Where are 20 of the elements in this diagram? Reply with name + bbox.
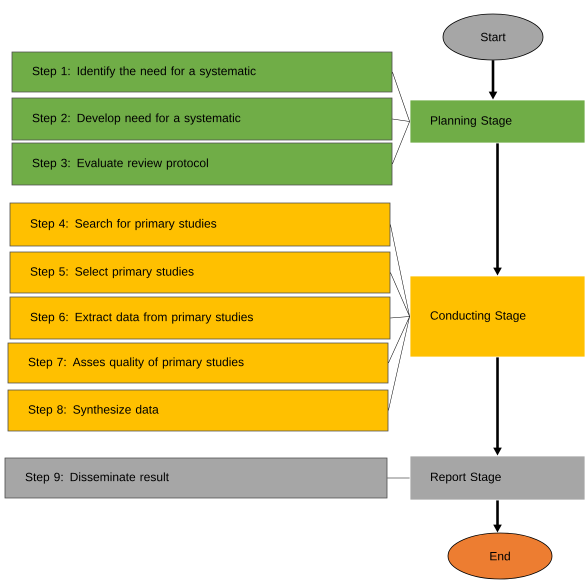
connector-line — [392, 72, 410, 122]
step-box: Step 4: Search for primary studies — [10, 202, 390, 246]
stage-box: Report Stage — [410, 456, 585, 500]
connector-line — [388, 316, 410, 411]
connector-line — [388, 316, 410, 364]
connector-line — [392, 118, 410, 122]
stage-box: Conducting Stage — [410, 276, 585, 358]
stage-box: Planning Stage — [410, 100, 585, 144]
step-box: Step 9: Disseminate result — [4, 458, 388, 498]
connector-line — [392, 121, 410, 164]
connector-line — [390, 224, 410, 317]
step-box: Step 6: Extract data from primary studies — [10, 296, 390, 340]
connector-line — [390, 272, 410, 317]
step-box: Step 8: Synthesize data — [8, 390, 388, 432]
step-box: Step 2: Develop need for a systematic — [12, 98, 392, 140]
step-box: Step 3: Evaluate review protocol — [12, 142, 392, 186]
connector-line — [390, 316, 410, 318]
step-box: Step 1: Identify the need for a systematic — [12, 52, 392, 92]
step-box: Step 7: Asses quality of primary studies — [8, 342, 388, 384]
step-box: Step 5: Select primary studies — [10, 252, 390, 294]
